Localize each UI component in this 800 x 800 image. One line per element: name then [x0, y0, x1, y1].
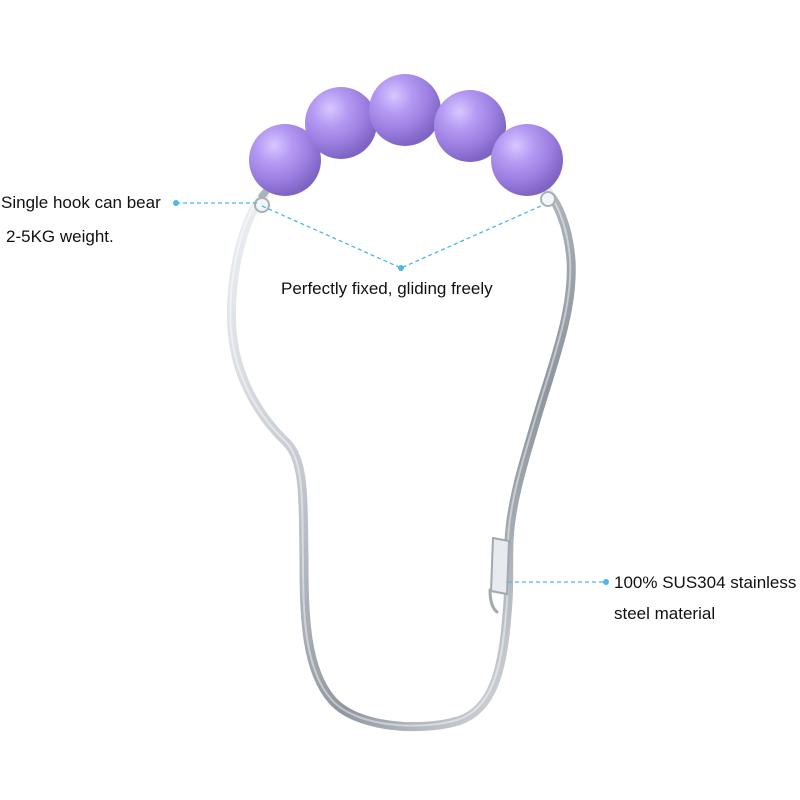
material-annotation-line-2: steel material	[614, 604, 716, 623]
weight-annotation-line-1: Single hook can bear	[1, 193, 161, 212]
purple-bead-icon	[434, 90, 506, 162]
leader-dot-material	[603, 579, 609, 585]
weight-annotation-line-2: 2-5KG weight.	[6, 227, 114, 246]
fixed-annotation: Perfectly fixed, gliding freely	[281, 279, 493, 298]
leader-line-fixed	[261, 205, 542, 269]
purple-bead-icon	[305, 87, 377, 159]
hook-end-right	[540, 191, 556, 207]
shower-curtain-hook-icon	[226, 188, 576, 732]
purple-bead-icon	[491, 124, 563, 196]
leader-dot-weight	[173, 200, 179, 206]
leader-dot-fixed	[398, 265, 404, 271]
purple-bead-icon	[369, 74, 441, 146]
hook-end-left	[254, 197, 270, 213]
material-annotation-line-1: 100% SUS304 stainless	[614, 573, 797, 592]
purple-bead-icon	[249, 124, 321, 196]
